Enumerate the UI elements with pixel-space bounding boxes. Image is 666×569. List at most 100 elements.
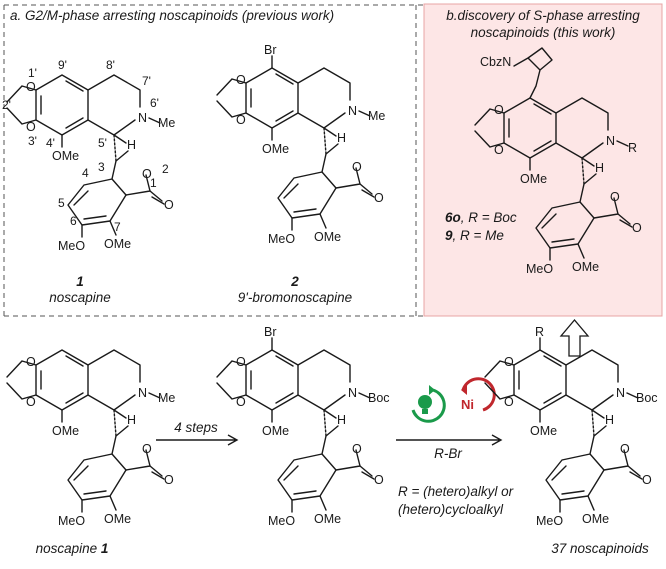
svg-text:O: O xyxy=(142,167,152,181)
svg-text:6': 6' xyxy=(150,96,159,110)
svg-text:OMe: OMe xyxy=(582,512,609,526)
svg-text:R: R xyxy=(535,325,544,339)
svg-text:H: H xyxy=(605,413,614,427)
svg-text:O: O xyxy=(374,191,384,205)
svg-text:H: H xyxy=(337,131,346,145)
svg-text:O: O xyxy=(236,113,246,127)
reagent-label: R-Br xyxy=(434,446,462,461)
panel-b-background xyxy=(423,3,663,317)
svg-text:H: H xyxy=(127,138,136,152)
svg-text:OMe: OMe xyxy=(52,149,79,163)
svg-text:O: O xyxy=(142,442,152,456)
panel-a-title: a. G2/M-phase arresting noscapinoids (pr… xyxy=(10,8,334,23)
nickel-catalyst-icon: Ni xyxy=(461,377,496,412)
compound-1-number: 1 xyxy=(76,274,84,289)
svg-text:OMe: OMe xyxy=(530,424,557,438)
svg-text:O: O xyxy=(236,73,246,87)
panel-a-border xyxy=(3,4,424,317)
panel-b-title-line2: noscapinoids (this work) xyxy=(471,25,616,40)
svg-text:OMe: OMe xyxy=(262,424,289,438)
svg-text:O: O xyxy=(26,120,36,134)
arrow-coupling xyxy=(396,434,503,446)
svg-text:Me: Me xyxy=(158,116,175,130)
svg-text:4: 4 xyxy=(82,166,89,180)
svg-text:O: O xyxy=(26,355,36,369)
svg-text:N: N xyxy=(348,386,357,400)
svg-text:O: O xyxy=(352,442,362,456)
svg-text:O: O xyxy=(620,442,630,456)
svg-text:7': 7' xyxy=(142,74,151,88)
svg-text:MeO: MeO xyxy=(268,232,295,246)
svg-text:N: N xyxy=(348,104,357,118)
photocatalyst-icon xyxy=(411,385,446,423)
svg-text:H: H xyxy=(127,413,136,427)
svg-text:MeO: MeO xyxy=(268,514,295,528)
molecule-s-phase-noscapinoid: CbzN O O N R H OMe O O MeO OMe xyxy=(474,47,642,276)
svg-text:MeO: MeO xyxy=(58,239,85,253)
svg-text:O: O xyxy=(164,198,174,212)
svg-text:O: O xyxy=(236,395,246,409)
svg-text:1': 1' xyxy=(28,66,37,80)
svg-text:O: O xyxy=(494,103,504,117)
svg-text:3: 3 xyxy=(98,160,105,174)
svg-text:N: N xyxy=(616,386,625,400)
svg-text:OMe: OMe xyxy=(262,142,289,156)
svg-text:OMe: OMe xyxy=(572,260,599,274)
svg-text:O: O xyxy=(504,395,514,409)
svg-text:Boc: Boc xyxy=(368,391,390,405)
svg-text:MeO: MeO xyxy=(526,262,553,276)
svg-text:OMe: OMe xyxy=(52,424,79,438)
svg-text:OMe: OMe xyxy=(520,172,547,186)
svg-text:Boc: Boc xyxy=(636,391,658,405)
compound-1-name: noscapine xyxy=(49,290,111,305)
svg-text:9': 9' xyxy=(58,58,67,72)
svg-text:O: O xyxy=(236,355,246,369)
svg-text:O: O xyxy=(164,473,174,487)
svg-text:O: O xyxy=(374,473,384,487)
svg-text:OMe: OMe xyxy=(104,237,131,251)
svg-text:O: O xyxy=(632,221,642,235)
svg-text:Br: Br xyxy=(264,43,277,57)
svg-text:OMe: OMe xyxy=(314,230,341,244)
r-definition-line1: R = (hetero)alkyl or xyxy=(398,484,514,499)
svg-text:N: N xyxy=(138,111,147,125)
svg-text:O: O xyxy=(504,355,514,369)
compound-2-name: 9'-bromonoscapine xyxy=(238,290,352,305)
compound-2-number: 2 xyxy=(290,274,299,289)
svg-text:5: 5 xyxy=(58,196,65,210)
molecule-9-bromonoscapine: Br O O N Me H OMe O O MeO OMe xyxy=(216,43,385,246)
svg-text:O: O xyxy=(494,143,504,157)
compound-9-label: 9, R = Me xyxy=(445,228,504,243)
svg-text:3': 3' xyxy=(28,134,37,148)
svg-text:7: 7 xyxy=(114,220,121,234)
svg-text:1: 1 xyxy=(150,176,157,190)
molecule-bottom-bromo-boc: Br O O N Boc H OMe O O MeO OMe xyxy=(216,325,390,528)
svg-text:MeO: MeO xyxy=(536,514,563,528)
svg-text:H: H xyxy=(595,161,604,175)
svg-text:R: R xyxy=(628,141,637,155)
svg-text:MeO: MeO xyxy=(58,514,85,528)
panel-b-title-line1: b.discovery of S-phase arresting xyxy=(446,8,640,23)
svg-text:O: O xyxy=(642,473,652,487)
arrow-4-steps-label: 4 steps xyxy=(174,420,218,435)
svg-text:N: N xyxy=(138,386,147,400)
svg-text:Me: Me xyxy=(158,391,175,405)
svg-text:5': 5' xyxy=(98,136,107,150)
svg-text:H: H xyxy=(337,413,346,427)
svg-text:8': 8' xyxy=(106,58,115,72)
svg-text:Br: Br xyxy=(264,325,277,339)
svg-text:O: O xyxy=(610,190,620,204)
compound-6o-label: 6o, R = Boc xyxy=(445,210,517,225)
arrow-4-steps xyxy=(156,434,239,446)
svg-text:O: O xyxy=(26,80,36,94)
svg-text:2': 2' xyxy=(2,98,11,112)
svg-text:N: N xyxy=(606,134,615,148)
molecule-bottom-product: R O O N Boc H OMe O O MeO OMe xyxy=(484,325,658,528)
bottom-product-label: 37 noscapinoids xyxy=(551,541,649,556)
svg-text:O: O xyxy=(26,395,36,409)
svg-text:O: O xyxy=(352,160,362,174)
molecule-bottom-noscapine: O O N Me H OMe O O MeO OMe xyxy=(6,349,175,528)
svg-text:CbzN: CbzN xyxy=(480,55,511,69)
svg-text:Me: Me xyxy=(368,109,385,123)
